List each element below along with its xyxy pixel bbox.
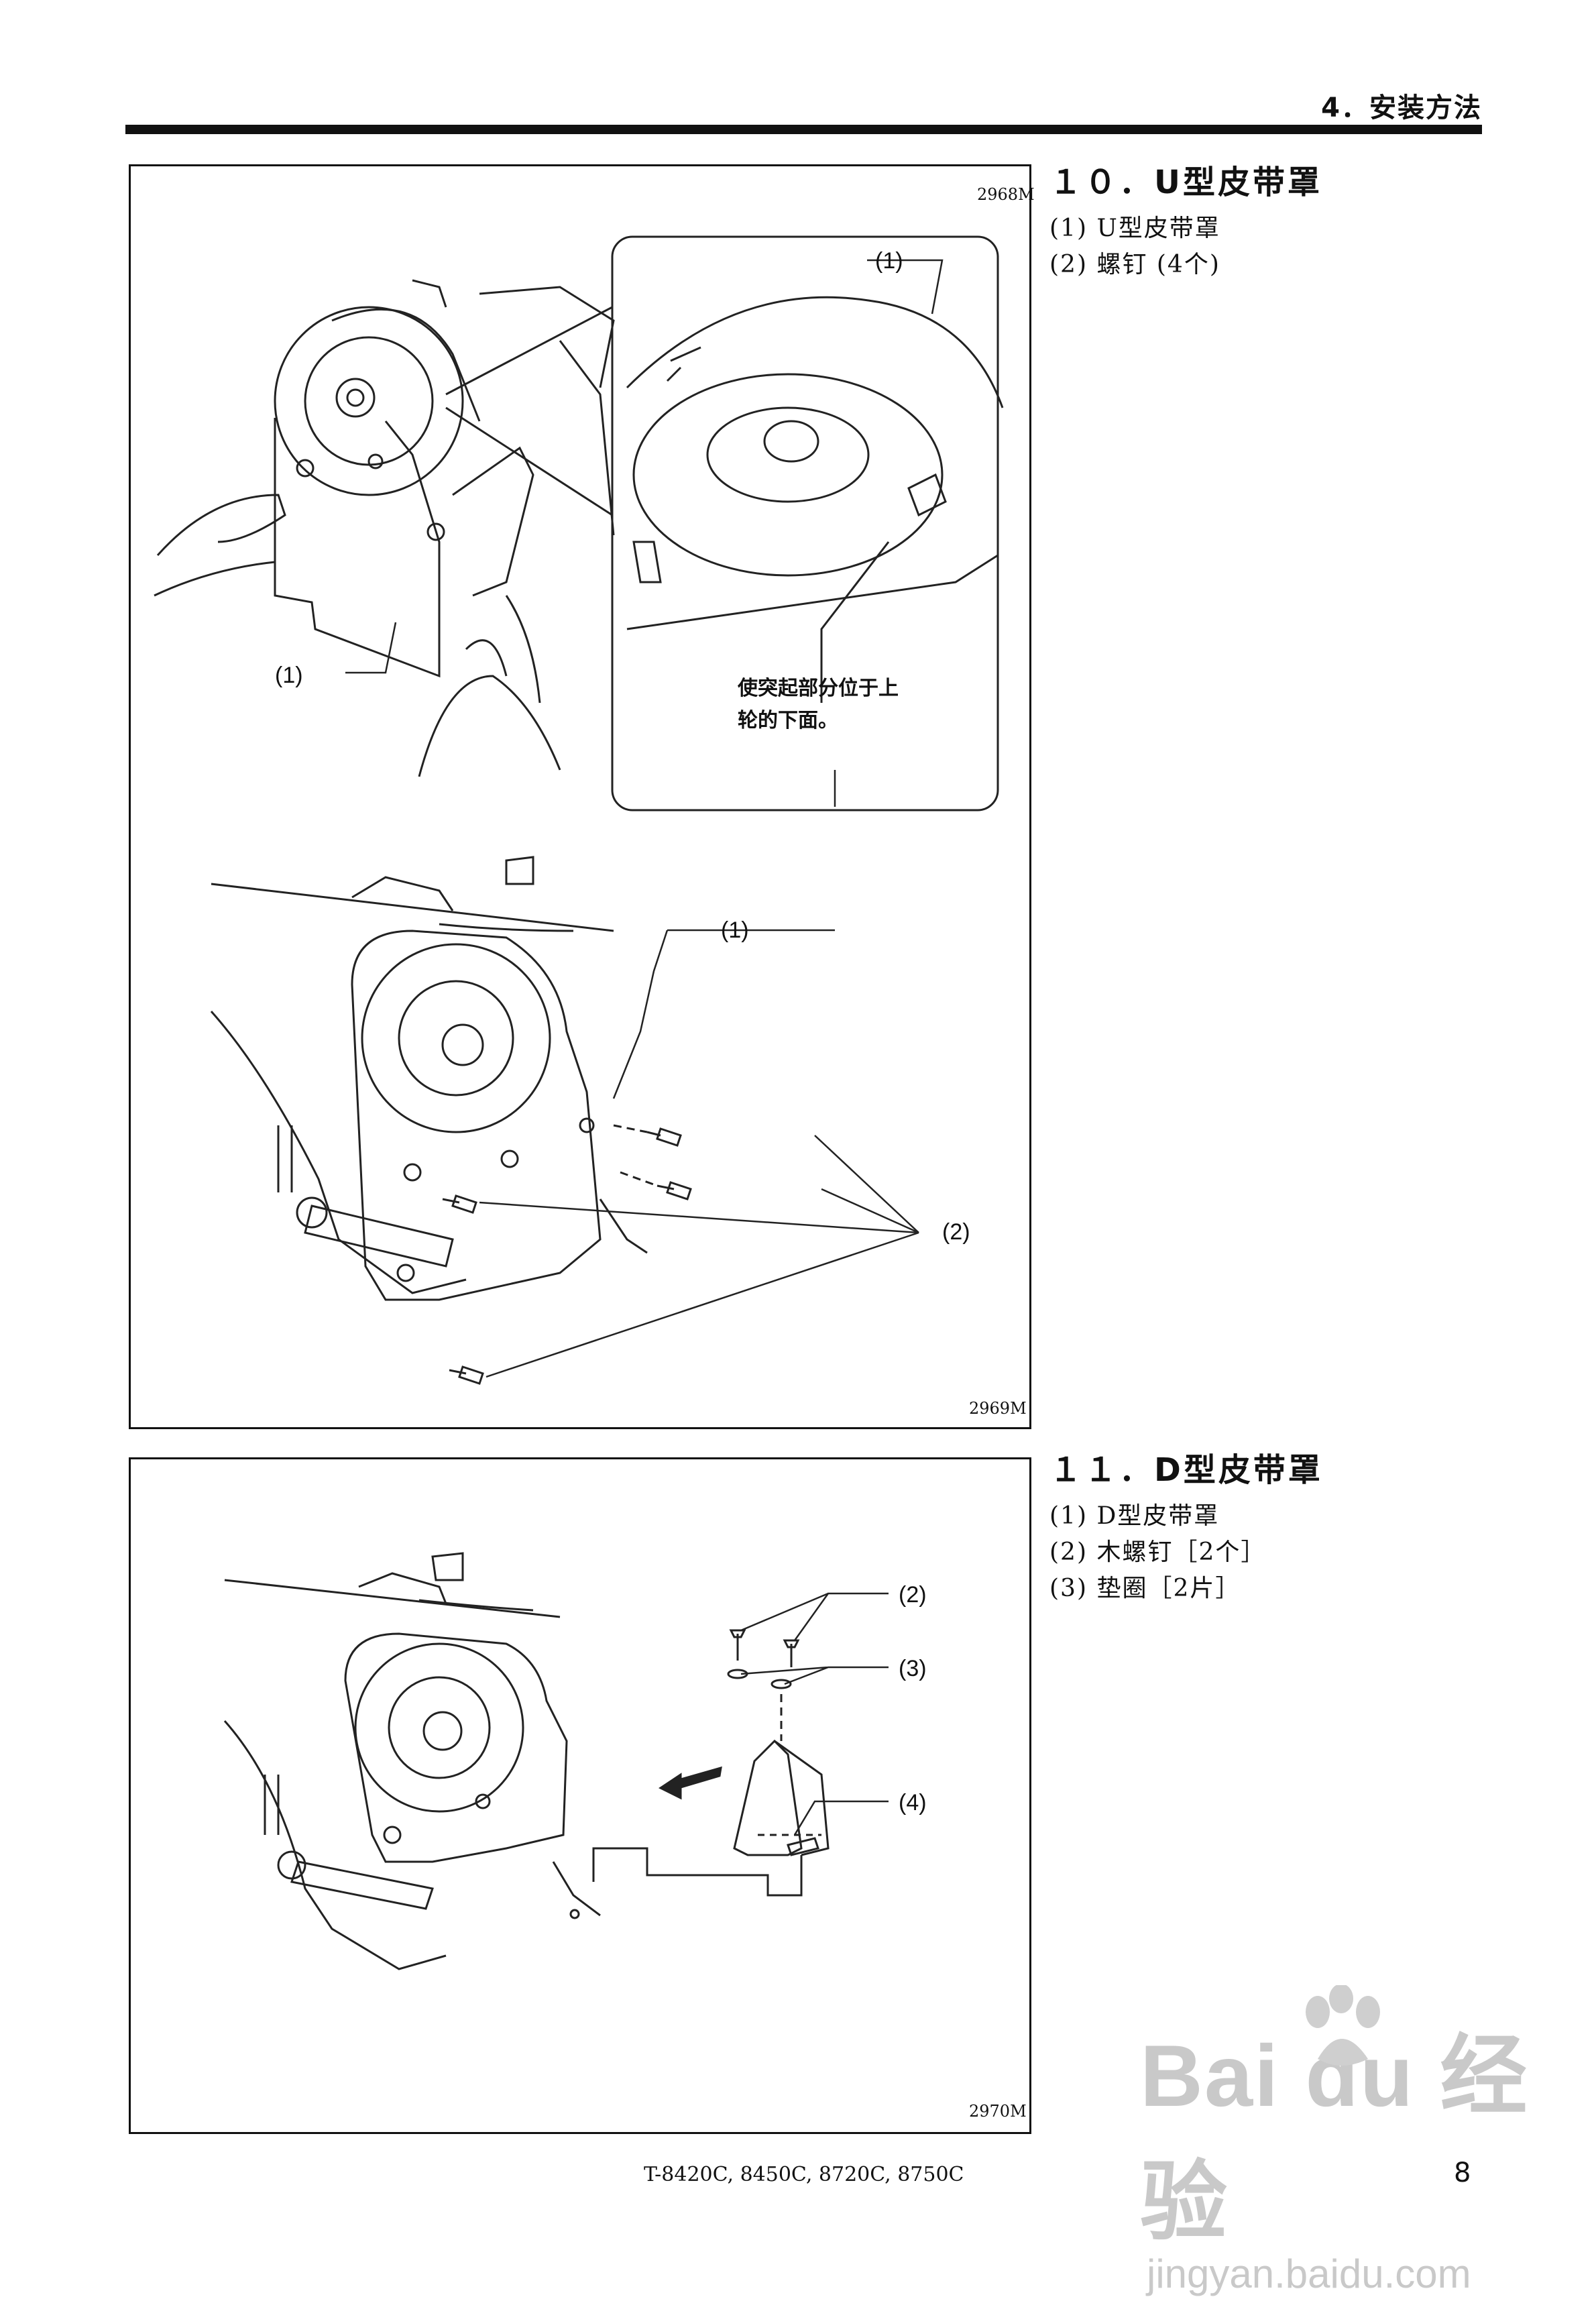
figure-code: 2969M xyxy=(969,1399,1027,1418)
d-belt-cover-illustration xyxy=(223,1552,889,1970)
callout-label: (1) xyxy=(721,917,749,943)
figure-d-belt-cover: 2970M (2) (3) (4) xyxy=(129,1457,1031,2134)
inset-detail xyxy=(445,235,1004,811)
parts-list-item: (1) D型皮带罩 xyxy=(1049,1502,1220,1530)
inset-note-line: 使突起部分位于上 xyxy=(738,677,899,700)
inset-note: 使突起部分位于上 轮的下面。 xyxy=(738,673,899,737)
footer-model-list: T-8420C, 8450C, 8720C, 8750C xyxy=(644,2163,964,2186)
parts-list-item: (2) 螺钉 (4个) xyxy=(1049,251,1220,278)
install-hands-drawing xyxy=(154,279,615,777)
u-belt-cover-illustration xyxy=(154,235,1004,1385)
machine-with-u-cover xyxy=(210,856,648,1301)
paw-icon xyxy=(1306,1985,1380,2066)
page-number: 8 xyxy=(1454,2158,1471,2188)
d-cover-part xyxy=(592,1739,830,1897)
arrow-direction xyxy=(659,1766,722,1800)
callout-label: (1) xyxy=(875,248,903,274)
section-title: １１．D型皮带罩 xyxy=(1049,1451,1323,1489)
header-rule xyxy=(125,125,1482,134)
callout-label: (2) xyxy=(899,1582,927,1608)
screws-drawing xyxy=(442,1124,692,1385)
baidu-watermark: Bai du 经验 jingyan.baidu.com xyxy=(1140,1985,1596,2297)
section-header: 4．安装方法 xyxy=(1321,93,1482,123)
section-u-belt-cover: １０．U型皮带罩 (1) U型皮带罩 (2) 螺钉 (4个) xyxy=(1049,156,1322,283)
screws-and-washers xyxy=(727,1629,800,1741)
callout-label: (2) xyxy=(942,1219,970,1245)
machine-with-d-cover xyxy=(223,1552,601,1970)
inset-note-line: 轮的下面。 xyxy=(738,709,838,732)
callout-label: (3) xyxy=(899,1656,927,1681)
parts-list-item: (1) U型皮带罩 xyxy=(1049,215,1220,242)
figure-code: 2970M xyxy=(969,2102,1027,2121)
parts-list-item: (2) 木螺钉［2个］ xyxy=(1049,1538,1267,1566)
watermark-url: jingyan.baidu.com xyxy=(1147,2251,1471,2296)
leader-lines xyxy=(740,1592,889,1836)
figure-code: 2968M xyxy=(977,185,1035,204)
callout-label: (4) xyxy=(899,1790,927,1815)
leader-lines xyxy=(345,259,944,1378)
section-d-belt-cover: １１．D型皮带罩 (1) D型皮带罩 (2) 木螺钉［2个］ (3) 垫圈［2片… xyxy=(1049,1443,1323,1607)
callout-label: (1) xyxy=(275,663,303,688)
figure-u-belt-cover: 2968M 2969M (1) (1) (1) (2) 使突起部分位于上 轮的下… xyxy=(129,164,1035,1429)
parts-list-item: (3) 垫圈［2片］ xyxy=(1049,1575,1241,1602)
section-title: １０．U型皮带罩 xyxy=(1049,164,1322,201)
